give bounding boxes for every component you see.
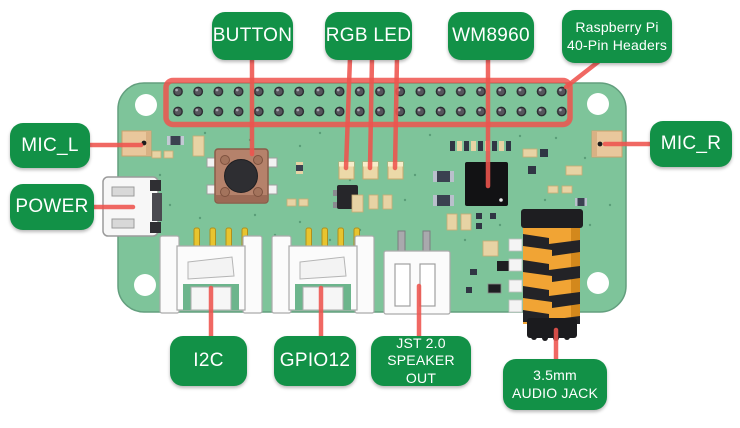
- label-gpio12-text: GPIO12: [279, 350, 351, 372]
- audio-jack: [521, 209, 583, 341]
- label-i2c-text: I2C: [193, 350, 224, 372]
- label-wm8960-text: WM8960: [452, 25, 530, 47]
- label-button-text: BUTTON: [212, 25, 293, 47]
- label-mic-r: MIC_R: [650, 121, 732, 167]
- label-power: POWER: [10, 184, 94, 230]
- label-jst-speaker-out: JST 2.0 SPEAKER OUT: [371, 335, 471, 386]
- label-rgb-led-text: RGB LED: [325, 25, 412, 47]
- label-jack-line2: AUDIO JACK: [511, 384, 598, 401]
- mic-r-pad: [591, 130, 623, 158]
- leader-rgb-1: [343, 55, 353, 171]
- label-power-text: POWER: [15, 196, 89, 218]
- via-dots: [158, 131, 612, 242]
- leader-rgb-2: [367, 55, 375, 171]
- label-i2c: I2C: [170, 336, 247, 386]
- leader-rgb-3: [392, 55, 400, 171]
- label-rpi-line2: 40-Pin Headers: [566, 36, 668, 53]
- label-mic-l-text: MIC_L: [21, 134, 79, 156]
- label-audio-jack: 3.5mm AUDIO JACK: [503, 359, 607, 410]
- label-mic-r-text: MIC_R: [660, 133, 722, 155]
- speaker-connector: [383, 230, 451, 315]
- gpio12-connector: [271, 227, 375, 314]
- label-rpi-line1: Raspberry Pi: [575, 19, 659, 36]
- mounting-hole-top-right: [587, 93, 609, 115]
- tact-switch: [206, 148, 278, 204]
- label-jst-line1: JST 2.0: [396, 335, 446, 352]
- header-highlight-box: [163, 77, 573, 128]
- label-jack-line1: 3.5mm: [533, 367, 577, 384]
- mounting-hole-bottom-right: [587, 272, 609, 294]
- label-rpi-40pin-headers: Raspberry Pi 40-Pin Headers: [562, 10, 672, 63]
- mounting-hole-bottom-left: [134, 274, 156, 296]
- label-jst-line2: SPEAKER OUT: [387, 352, 455, 386]
- leader-rpi-headers: [563, 59, 601, 90]
- label-gpio12: GPIO12: [274, 336, 356, 386]
- label-wm8960: WM8960: [448, 12, 534, 60]
- mounting-hole-top-left: [135, 94, 157, 116]
- label-mic-l: MIC_L: [10, 123, 90, 168]
- label-button: BUTTON: [212, 12, 293, 60]
- leader-lines: [83, 55, 656, 364]
- label-rgb-led: RGB LED: [325, 12, 412, 60]
